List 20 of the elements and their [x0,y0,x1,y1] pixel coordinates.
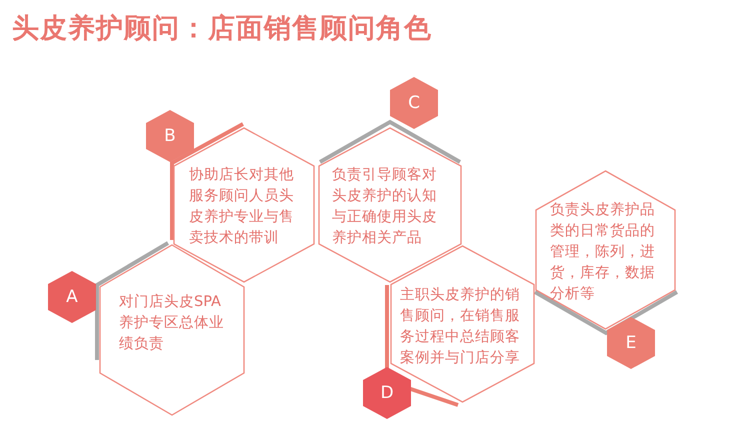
hexagon-card [99,244,245,416]
role-description: 负责头皮养护品类的日常货品的管理，陈列，进货，库存，数据分析等 [550,200,656,304]
letter-badge [607,317,655,369]
hexagon-card [173,127,315,283]
letter-badge [48,271,96,323]
role-description: 主职头皮养护的销售顾问，在销售服务过程中总结顾客案例并与门店分享 [400,286,521,368]
hexagon-card [318,127,462,283]
letter-badge [363,367,411,419]
role-description: 协助店长对其他服务顾问人员头皮养护专业与售卖技术的带训 [189,166,295,248]
badge-letter: C [407,92,421,115]
role-description: 负责引导顾客对头皮养护的认知与正确使用头皮养护相关产品 [332,166,438,248]
badge-letter: E [624,332,638,355]
badge-letter: A [65,286,79,309]
badge-letter: D [379,382,395,405]
hexagon-card [535,170,676,330]
role-description: 对门店头皮SPA养护专区总体业绩负责 [119,292,225,354]
letter-badge [390,77,438,129]
badge-letter: B [163,125,177,148]
diagram-title: 头皮养护顾问：店面销售顾问角色 [12,12,432,46]
letter-badge [146,110,194,162]
